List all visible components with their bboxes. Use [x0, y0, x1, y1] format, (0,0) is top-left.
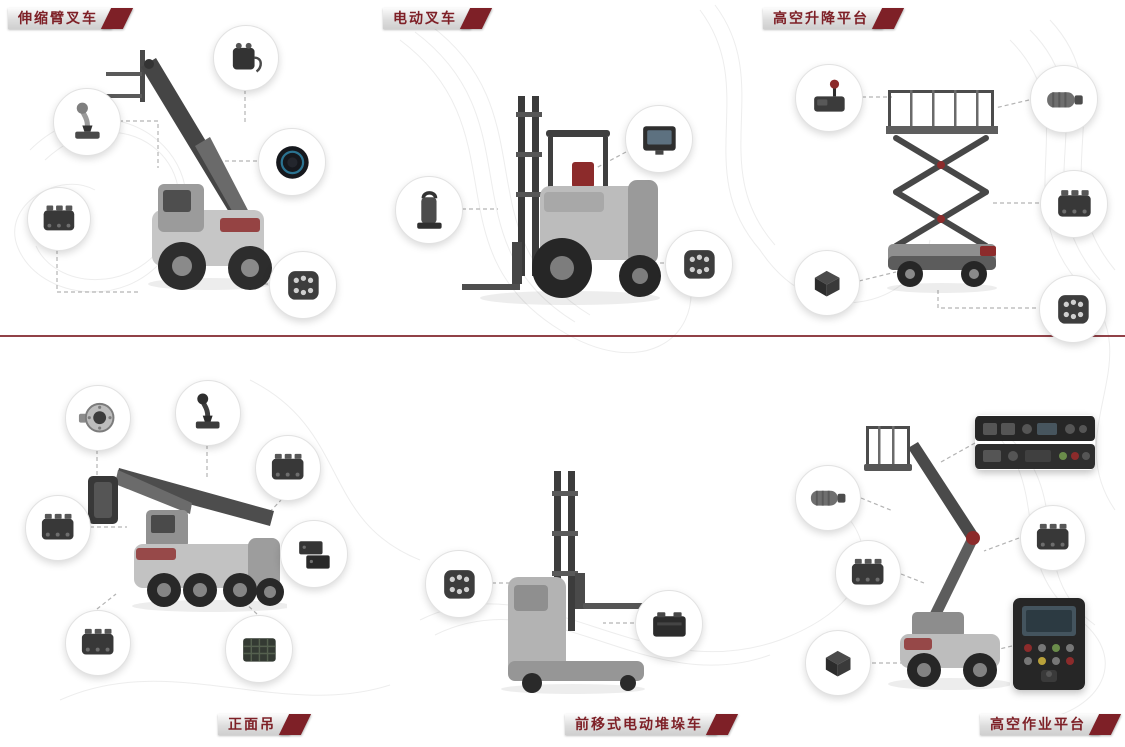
control-console-icon [1013, 598, 1085, 690]
electronic-module-icon [814, 639, 861, 686]
control-unit-icon [1029, 514, 1076, 561]
section-label: 高空升降平台 [763, 8, 883, 29]
connector-pad-icon [435, 560, 484, 609]
callout-control-unit [1040, 170, 1108, 238]
joystick-icon [184, 389, 231, 436]
callout-control-unit [27, 187, 91, 251]
callout-remote-controller [213, 25, 279, 91]
callout-joystick [175, 380, 241, 446]
section-label: 前移式电动堆垛车 [565, 714, 717, 735]
control-unit-icon [74, 619, 121, 666]
control-unit-icon [844, 549, 891, 596]
callout-drive-motor [795, 465, 861, 531]
remote-controller-icon [222, 34, 269, 81]
callout-control-unit [1020, 505, 1086, 571]
grid-panel-icon [235, 625, 284, 674]
connector-pad-icon [675, 240, 724, 289]
callout-rotary-knob-display [258, 128, 326, 196]
electronic-module-icon [803, 259, 850, 306]
callout-battery-module [635, 590, 703, 658]
banner-aerial-lifting-platform: 高空升降平台 [763, 8, 905, 29]
callout-lever-control-unit [395, 176, 463, 244]
horizontal-divider [0, 335, 1125, 337]
scissor-lift-vehicle-image [880, 80, 1005, 295]
callout-joystick-console [795, 64, 863, 132]
banner-reach-stacker: 正面吊 [218, 714, 312, 735]
section-label: 伸缩臂叉车 [8, 8, 112, 29]
control-unit-icon [34, 504, 81, 551]
callout-control-unit [255, 435, 321, 501]
callout-electronic-module [805, 630, 871, 696]
drive-motor-icon [1040, 75, 1089, 124]
joystick-icon [63, 98, 112, 147]
callout-grid-panel [225, 615, 293, 683]
callout-connector-pad [425, 550, 493, 618]
flange-sensor-icon [74, 394, 121, 441]
banner-reach-type-electric-stacker: 前移式电动堆垛车 [565, 714, 739, 735]
callout-control-unit [25, 495, 91, 561]
banner-telescopic-boom-forklift: 伸缩臂叉车 [8, 8, 134, 29]
section-label: 电动叉车 [383, 8, 471, 29]
control-unit-icon [264, 444, 311, 491]
callout-drive-motor [1030, 65, 1098, 133]
connector-pad-icon [279, 261, 328, 310]
section-label: 高空作业平台 [980, 714, 1100, 735]
control-unit-icon [1050, 180, 1099, 229]
banner-aerial-work-platform: 高空作业平台 [980, 714, 1122, 735]
callout-control-unit [835, 540, 901, 606]
callout-module-pair [280, 520, 348, 588]
callout-connector-pad [269, 251, 337, 319]
callout-flange-sensor [65, 385, 131, 451]
callout-control-unit [65, 610, 131, 676]
callout-connector-pad [1039, 275, 1107, 343]
section-label: 正面吊 [218, 714, 290, 735]
drive-motor-icon [804, 474, 851, 521]
module-pair-icon [290, 530, 339, 579]
battery-module-icon [645, 600, 694, 649]
callout-joystick [53, 88, 121, 156]
instrument-panel-image [975, 415, 1095, 470]
instrument-panel-icon [975, 416, 1095, 469]
rotary-knob-icon [268, 138, 317, 187]
connector-pad-icon [1049, 285, 1098, 334]
banner-electric-forklift: 电动叉车 [383, 8, 493, 29]
reach-truck-vehicle-image [488, 465, 653, 695]
callout-display-unit [625, 105, 693, 173]
control-console-image [1013, 598, 1085, 690]
control-unit-icon [36, 196, 82, 242]
lever-control-icon [405, 186, 454, 235]
joystick-console-icon [805, 74, 854, 123]
callout-connector-pad [665, 230, 733, 298]
display-unit-icon [635, 115, 684, 164]
callout-electronic-module [794, 250, 860, 316]
